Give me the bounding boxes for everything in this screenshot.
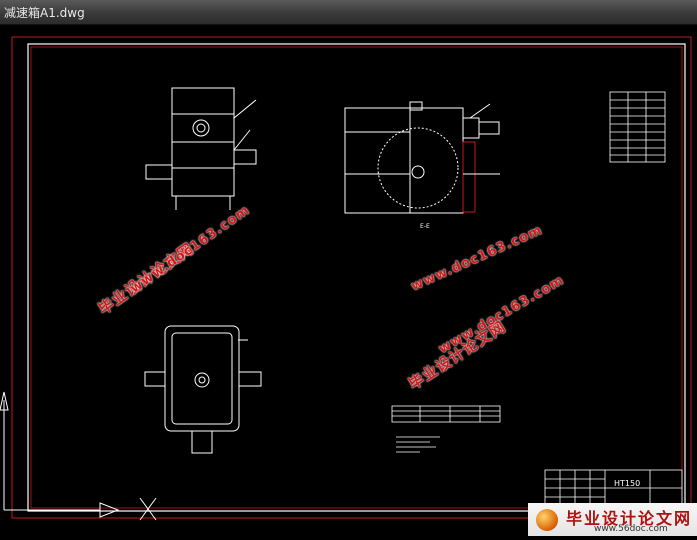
top-view [144,325,262,454]
outer-frame [11,36,692,519]
section-label: E-E [420,223,430,230]
window-titlebar[interactable]: 减速箱A1.dwg [0,0,697,25]
drawing-canvas[interactable]: E-E [0,25,697,536]
parts-table [609,91,666,163]
tech-table [391,405,501,453]
title-block [544,469,683,507]
logo-url: www.56doc.com [594,524,668,534]
site-logo: 毕业设计论文网 www.56doc.com [528,503,697,536]
cad-drawing: E-E [0,36,692,521]
logo-text: 毕业设计论文网 [566,509,693,528]
inner-frame [27,43,686,512]
inner-red-frame [30,46,683,509]
front-view [145,87,257,210]
window-title: 减速箱A1.dwg [4,6,85,20]
logo-emblem-icon [536,509,558,531]
material-label: HT150 [614,479,640,488]
side-section-view [344,101,500,214]
ucs-icon [0,391,157,521]
